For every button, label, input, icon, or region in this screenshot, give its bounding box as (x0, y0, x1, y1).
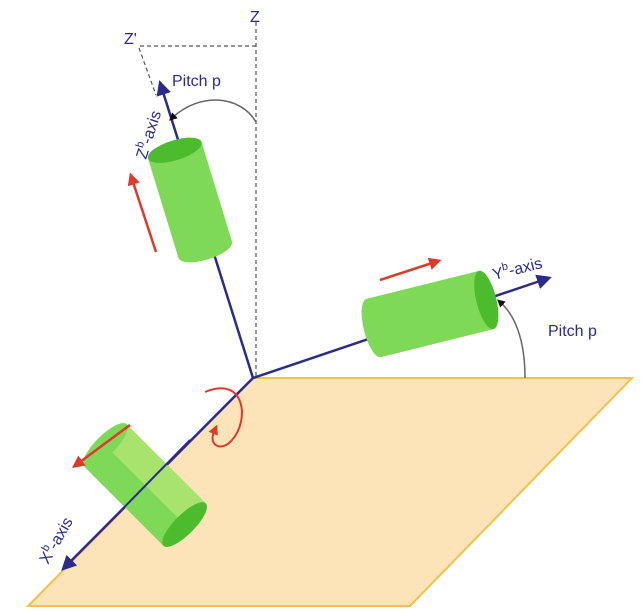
pitch-arc-right (496, 299, 526, 379)
rotation-arrow-icon (204, 387, 243, 448)
xb-axis-label: Xb-axis (34, 513, 77, 567)
z-motion-arrow (127, 172, 158, 253)
z-prime-label: Z' (124, 31, 137, 48)
z-prime-reference-line (138, 47, 157, 96)
pitch-label-top: Pitch p (172, 73, 221, 90)
pitch-label-right: Pitch p (548, 323, 597, 340)
x-motion-arrow (71, 423, 131, 468)
y-motion-arrow (379, 257, 442, 282)
y-cylinder (361, 270, 499, 358)
pitch-arc-top (169, 99, 257, 123)
xb-axis-overlay (99, 439, 191, 533)
yb-axis-label: Yb-axis (490, 252, 544, 284)
z-label: Z (250, 9, 260, 26)
z-cylinder (147, 137, 233, 263)
